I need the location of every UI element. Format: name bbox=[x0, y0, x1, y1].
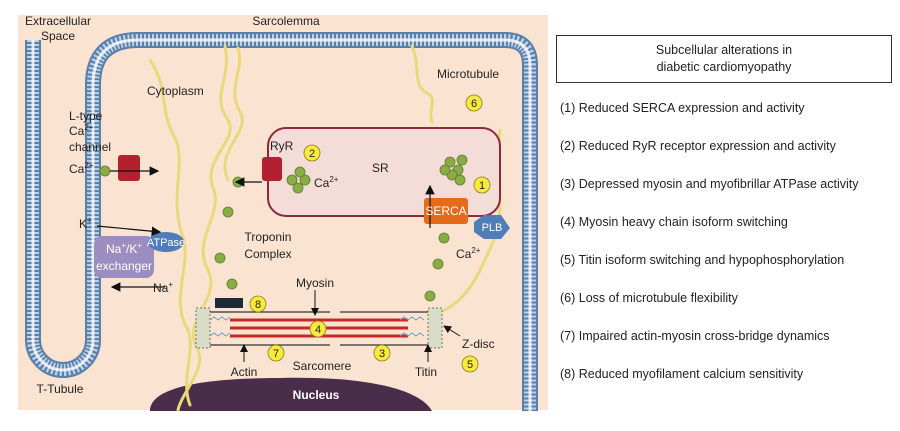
marker-6-label: 6 bbox=[471, 98, 477, 110]
legend-list: (1) Reduced SERCA expression and activit… bbox=[560, 96, 896, 400]
legend-item: (2) Reduced RyR receptor expression and … bbox=[560, 139, 836, 153]
serca-label: SERCA bbox=[425, 204, 466, 218]
l-type-channel bbox=[118, 155, 140, 181]
sarcomere-label: Sarcomere bbox=[293, 359, 352, 373]
na-k-exchanger bbox=[94, 236, 154, 278]
ttubule-label: T-Tubule bbox=[37, 382, 84, 396]
numbered-markers: 1 2 3 4 5 6 7 8 bbox=[249, 94, 491, 373]
k-label: K+ bbox=[79, 216, 92, 231]
marker-8-label: 8 bbox=[255, 299, 261, 311]
flux-arrows bbox=[96, 166, 435, 292]
na-label: Na+ bbox=[153, 280, 173, 295]
exchanger-label-1: Na+/K+ bbox=[106, 241, 142, 256]
cytoplasm-label: Cytoplasm bbox=[147, 84, 204, 98]
legend-title-line-2: diabetic cardiomyopathy bbox=[656, 60, 792, 74]
marker-3-label: 3 bbox=[379, 348, 385, 360]
marker-5-label: 5 bbox=[467, 359, 473, 371]
calcium-ions bbox=[99, 154, 468, 302]
ca-side-label: Ca2+ bbox=[69, 161, 94, 176]
marker-2-label: 2 bbox=[309, 148, 315, 160]
legend-item: (1) Reduced SERCA expression and activit… bbox=[560, 101, 805, 115]
ca-lower-label: Ca2+ bbox=[456, 246, 481, 261]
ltype-label-2: Ca2+ bbox=[69, 123, 94, 138]
atpase-shape bbox=[148, 232, 184, 252]
myosin-label: Myosin bbox=[296, 276, 334, 290]
ltype-label-3: channel bbox=[69, 140, 111, 154]
ca-sr-label: Ca2+ bbox=[314, 175, 339, 190]
ltype-label-1: L-type bbox=[69, 109, 103, 123]
marker-7-circle bbox=[267, 344, 285, 362]
extracellular-label-2: Space bbox=[41, 29, 75, 43]
ryr-label: RyR bbox=[270, 139, 294, 153]
legend-item: (5) Titin isoform switching and hypophos… bbox=[560, 253, 845, 267]
cardiomyocyte-diagram: Extracellular Space Sarcolemma Cytoplasm… bbox=[18, 14, 548, 412]
atpase-label: ATPase bbox=[147, 237, 185, 249]
legend-title-box: Subcellular alterations in diabetic card… bbox=[556, 35, 892, 83]
legend-item: (8) Reduced myofilament calcium sensitiv… bbox=[560, 367, 804, 381]
sarcolemma-label: Sarcolemma bbox=[252, 14, 320, 28]
sr-label: SR bbox=[372, 161, 389, 175]
exchanger-label-2: exchanger bbox=[96, 259, 152, 273]
marker-3-circle bbox=[373, 344, 391, 362]
marker-1-label: 1 bbox=[479, 180, 485, 192]
plb-label: PLB bbox=[482, 222, 503, 234]
troponin-label-2: Complex bbox=[244, 247, 291, 261]
extracellular-label-1: Extracellular bbox=[25, 14, 91, 28]
nucleus-label: Nucleus bbox=[293, 388, 340, 402]
marker-8-circle bbox=[249, 295, 267, 313]
legend-title-line-1: Subcellular alterations in bbox=[655, 43, 793, 57]
troponin-complex bbox=[215, 298, 243, 308]
marker-1-circle bbox=[473, 176, 491, 194]
legend-item: (3) Depressed myosin and myofibrillar AT… bbox=[560, 177, 859, 191]
microtubule-label: Microtubule bbox=[437, 67, 499, 81]
troponin-label-1: Troponin bbox=[245, 230, 292, 244]
marker-2-circle bbox=[303, 144, 321, 162]
ryr-channel bbox=[262, 157, 282, 181]
legend-item: (4) Myosin heavy chain isoform switching bbox=[560, 215, 788, 229]
marker-4-circle bbox=[309, 320, 327, 338]
zdisc-label: Z-disc bbox=[462, 337, 495, 351]
serca-pump bbox=[424, 198, 468, 224]
marker-6-circle bbox=[465, 94, 483, 112]
marker-5-circle bbox=[461, 355, 479, 373]
marker-7-label: 7 bbox=[273, 348, 279, 360]
legend-item: (7) Impaired actin-myosin cross-bridge d… bbox=[560, 329, 830, 343]
legend-item: (6) Loss of microtubule flexibility bbox=[560, 291, 738, 305]
sarcolemma-membrane bbox=[25, 32, 538, 411]
titin-label: Titin bbox=[415, 365, 437, 379]
nucleus-shape bbox=[150, 377, 432, 411]
marker-4-label: 4 bbox=[315, 324, 321, 336]
actin-label: Actin bbox=[231, 365, 258, 379]
plb-protein bbox=[474, 215, 510, 239]
